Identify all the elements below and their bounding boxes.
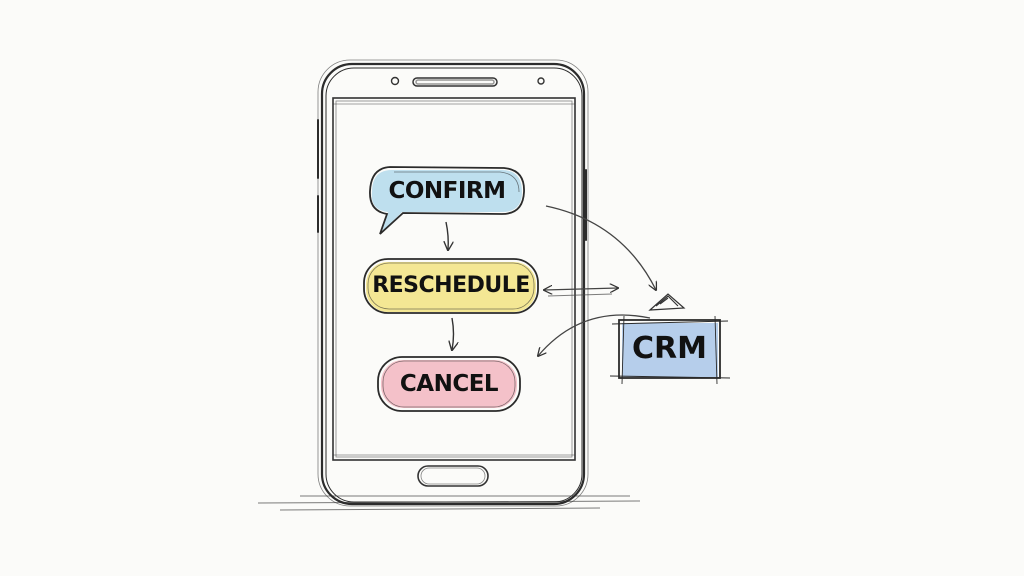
phone-screen <box>332 97 576 461</box>
crm-box <box>609 315 731 385</box>
reschedule-pill <box>363 258 539 314</box>
confirm-to-reschedule-arrow <box>446 221 448 250</box>
front-camera-icon <box>390 76 400 86</box>
sensor-icon <box>537 77 545 85</box>
reschedule-label: RESCHEDULE <box>372 273 530 298</box>
reschedule-crm-double-arrow <box>544 288 618 290</box>
crm-to-cancel-arrow <box>538 314 651 356</box>
speaker-icon <box>412 77 498 87</box>
cancel-pill <box>377 356 521 412</box>
reschedule-to-cancel-arrow <box>452 317 454 350</box>
confirm-to-crm-arrow <box>545 205 656 290</box>
cancel-label: CANCEL <box>399 371 499 397</box>
confirm-bubble <box>369 166 525 235</box>
crm-label: CRM <box>632 331 707 366</box>
home-button-icon <box>417 465 489 487</box>
confirm-label: CONFIRM <box>388 178 506 204</box>
crm-input-icon <box>648 293 686 311</box>
